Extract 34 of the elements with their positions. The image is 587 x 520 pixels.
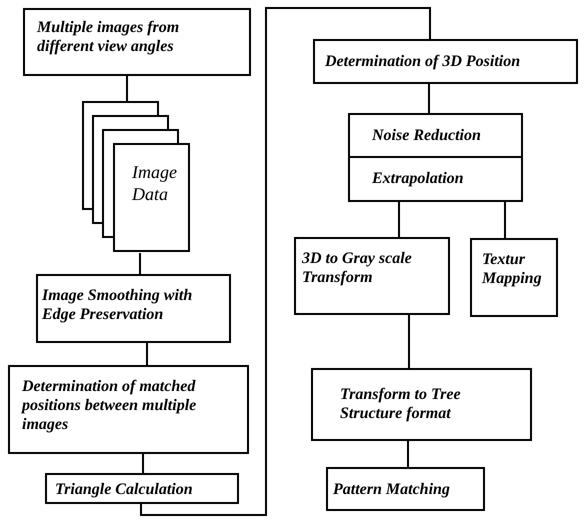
process-box — [8, 365, 249, 454]
box-label: Pattern Matching — [333, 480, 451, 499]
connector-line — [140, 7, 431, 516]
connector-line — [428, 84, 430, 113]
process-box — [326, 467, 485, 511]
connector-line — [398, 202, 400, 237]
process-box — [313, 39, 578, 84]
connector-line — [142, 454, 144, 473]
box-label: Transform to Tree Structure format — [340, 385, 462, 423]
process-box — [45, 473, 239, 504]
box-label: 3D to Gray scale Transform — [302, 249, 413, 287]
box-label: Image Smoothing with Edge Preservation — [42, 286, 194, 324]
process-box — [294, 237, 450, 315]
box-label: Triangle Calculation — [55, 480, 194, 499]
box-label: Extrapolation — [372, 169, 465, 188]
connector-line — [408, 315, 410, 368]
connector-line — [126, 76, 128, 101]
box-label: Noise Reduction — [372, 126, 482, 145]
box-label: Determination of matched positions between multiple images — [22, 377, 198, 434]
box-label: Multiple images from different view angles — [37, 18, 180, 56]
connector-line — [139, 253, 141, 274]
connector-line — [504, 202, 506, 238]
connector-line — [146, 343, 148, 365]
box-label: Textur Mapping — [482, 250, 543, 288]
box-label: Image Data — [132, 161, 178, 205]
process-box — [36, 274, 231, 343]
process-box — [348, 113, 523, 158]
process-box — [470, 238, 558, 317]
box-label: Determination of 3D Position — [325, 52, 522, 71]
process-box — [311, 368, 532, 441]
process-box — [348, 156, 523, 202]
stacked-pages-drawing — [82, 101, 191, 253]
process-box — [23, 8, 251, 76]
connector-line — [407, 441, 409, 467]
